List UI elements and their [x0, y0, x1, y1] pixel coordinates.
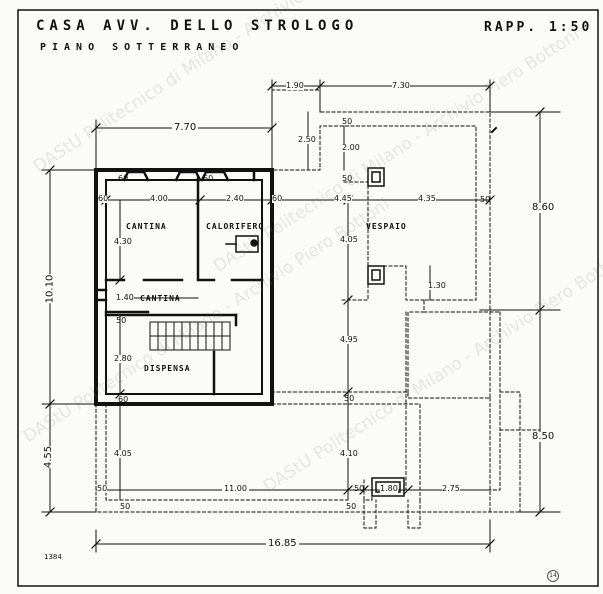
drawing-title: CASA AVV. DELLO STROLOGO	[36, 18, 359, 34]
dim-mid-4-45: 4.45	[334, 194, 352, 203]
dim-left-10-10: 10.10	[44, 274, 56, 304]
room-label-dispensa: DISPENSA	[144, 364, 191, 373]
dim-top-2-00: 2.00	[342, 143, 360, 152]
dim-mid-50: 50	[344, 394, 355, 403]
floor-level-title: PIANO SOTTERRANEO	[40, 42, 245, 53]
dim-bottom-50: 50	[480, 195, 491, 204]
dim-bottom-50: 50	[97, 484, 108, 493]
dimension-ticks	[45, 81, 545, 549]
dim-overall-width-top: 7.70	[172, 122, 199, 133]
dim-top-1-90: 1.90	[286, 81, 304, 90]
dim-small-1-30: 1.30	[428, 281, 446, 290]
scale-label: RAPP. 1:50	[484, 20, 593, 35]
dim-mid-4-95: 4.95	[340, 335, 358, 344]
room-label-calorifero: CALORIFERO	[206, 222, 265, 231]
building-walls	[94, 168, 274, 406]
dim-bottom-1-80: 1.80	[380, 484, 398, 493]
dim-wall-60: 60	[118, 395, 129, 404]
north-mark	[490, 126, 498, 134]
sheet-frame	[17, 9, 599, 587]
dim-left-4-55: 4.55	[43, 445, 55, 469]
dim-wall-60: 60	[272, 194, 283, 203]
dim-top-7-30: 7.30	[392, 81, 410, 90]
sheet-number: 1384	[44, 553, 62, 561]
dim-bottom-50: 50	[120, 502, 131, 511]
boiler-symbol	[225, 235, 259, 253]
dim-wall-60: 60	[98, 194, 109, 203]
dim-cantina2-1-40: 1.40	[116, 293, 134, 302]
dim-wall-50: 50	[116, 316, 127, 325]
dim-bottom-50: 50	[354, 484, 365, 493]
dim-wall-60: 60	[118, 174, 129, 183]
dim-right-8-50: 8.50	[532, 431, 555, 442]
archive-stamp: 14	[547, 570, 559, 582]
room-label-vespaio: VESPAIO	[366, 222, 407, 231]
dim-mid-4-10: 4.10	[340, 449, 358, 458]
dim-bottom-50: 50	[346, 502, 357, 511]
dim-left-4-05: 4.05	[114, 449, 132, 458]
dim-right-50: 50	[342, 117, 353, 126]
dim-cantina-4-00: 4.00	[150, 194, 168, 203]
dim-right-8-60: 8.60	[532, 202, 555, 213]
interior-walls	[94, 170, 264, 396]
dim-top-2-50: 2.50	[298, 135, 316, 144]
dim-bottom-2-75: 2.75	[442, 484, 460, 493]
dim-small-50: 50	[342, 174, 353, 183]
dim-bottom-11-00: 11.00	[222, 484, 249, 493]
vespaio-outline	[95, 89, 561, 529]
staircase	[149, 321, 231, 351]
dim-bottom-16-85: 16.85	[266, 538, 299, 549]
dim-dispensa-2-80: 2.80	[114, 354, 132, 363]
dim-cantina-4-30: 4.30	[114, 237, 132, 246]
dim-mid-4-05: 4.05	[340, 235, 358, 244]
room-label-cantina: CANTINA	[126, 222, 167, 231]
dim-calorifero-2-40: 2.40	[226, 194, 244, 203]
dim-wall-60: 60	[203, 174, 214, 183]
room-label-cantina-2: CANTINA	[140, 294, 181, 303]
dim-mid-4-35: 4.35	[418, 194, 436, 203]
